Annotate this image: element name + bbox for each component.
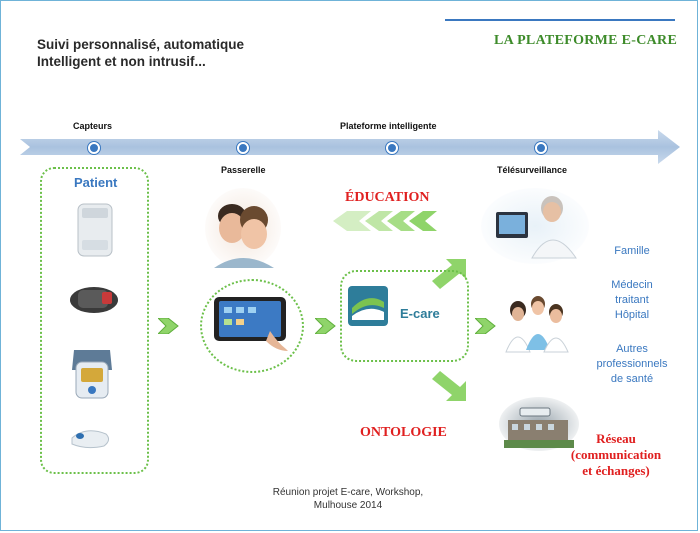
hospital-icon (499, 397, 579, 451)
label-medecin: Médecin traitant Hôpital (596, 278, 668, 323)
blood-pressure-monitor-icon (72, 350, 112, 399)
ecare-logo-icon (348, 286, 388, 326)
label-plateforme: Plateforme intelligente (340, 121, 437, 131)
label-autres: Autres professionnels de santé (588, 342, 676, 387)
tablet-icon (214, 297, 288, 351)
arrow-up-right (432, 259, 466, 289)
patient-title: Patient (74, 175, 118, 190)
tagline: Suivi personnalisé, automatique Intellig… (37, 36, 244, 70)
footer-line-1: Réunion projet E-care, Workshop, (272, 487, 424, 498)
scale-device-icon (77, 203, 113, 257)
footer-caption: Réunion projet E-care, Workshop, Mulhous… (258, 486, 438, 512)
gateway-circle (200, 279, 304, 373)
reseau-line-3: et échanges) (582, 463, 650, 478)
tagline-line-1: Suivi personnalisé, automatique (37, 37, 245, 52)
footer-line-2: Mulhouse 2014 (313, 500, 383, 511)
label-famille: Famille (614, 245, 650, 257)
label-hopital: Hôpital (614, 309, 650, 321)
ecare-label: E-care (400, 306, 440, 321)
platform-title: LA PLATEFORME E-CARE (494, 33, 678, 48)
label-medecin-line-2: traitant (615, 294, 649, 306)
reseau-line-2: (communication (570, 447, 662, 462)
arrow-patient-to-gateway (158, 318, 179, 334)
reseau-line-1: Réseau (596, 431, 636, 446)
doctor-computer-icon (481, 188, 589, 264)
glucose-pen-icon (71, 430, 110, 449)
ecare-group (340, 270, 469, 362)
education-label: ÉDUCATION (345, 190, 430, 205)
arrow-gateway-to-ecare (315, 318, 336, 334)
wrist-sensor-icon (70, 287, 118, 313)
timeline-dot-passerelle (237, 142, 249, 154)
label-passerelle: Passerelle (221, 165, 266, 175)
label-medecin-line-1: Médecin (611, 279, 653, 291)
label-capteurs: Capteurs (73, 121, 113, 131)
arrow-down-right (432, 371, 466, 401)
label-telesurveillance: Télésurveillance (497, 165, 568, 175)
ontologie-label: ONTOLOGIE (360, 425, 447, 440)
timeline-dot-telesurveillance (535, 142, 547, 154)
label-autres-line-3: de santé (610, 373, 654, 385)
couple-photo-icon (205, 188, 281, 268)
timeline-arrow (20, 130, 680, 164)
medical-team-icon (505, 296, 569, 353)
timeline-dot-plateforme (386, 142, 398, 154)
timeline-dot-capteurs (88, 142, 100, 154)
education-arrows (333, 211, 437, 231)
label-autres-line-2: professionnels (596, 358, 668, 370)
patient-group (40, 167, 149, 474)
label-autres-line-1: Autres (616, 343, 648, 355)
arrow-ecare-to-monitoring (475, 318, 496, 334)
reseau-label: Réseau (communication et échanges) (561, 431, 671, 479)
tagline-line-2: Intelligent et non intrusif... (37, 54, 206, 69)
title-rule (445, 19, 675, 21)
